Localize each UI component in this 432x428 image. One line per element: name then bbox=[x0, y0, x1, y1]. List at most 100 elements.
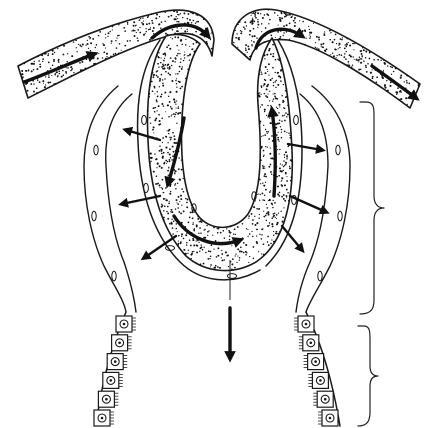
blood-cell-dot bbox=[151, 157, 153, 159]
blood-cell-dot bbox=[360, 69, 361, 70]
blood-cell-dot bbox=[289, 167, 291, 169]
blood-cell-dot bbox=[157, 76, 159, 78]
blood-cell-dot bbox=[177, 53, 179, 55]
blood-cell-dot bbox=[250, 55, 252, 57]
cuboidal-cells-left bbox=[94, 316, 132, 426]
blood-cell-dot bbox=[272, 67, 274, 69]
blood-cell-dot bbox=[84, 35, 85, 36]
blood-cell-dot bbox=[386, 80, 387, 81]
blood-cell-dot bbox=[349, 54, 351, 56]
blood-cell-dot bbox=[178, 168, 180, 170]
blood-cell-dot bbox=[162, 179, 164, 181]
blood-cell-dot bbox=[178, 211, 180, 213]
blood-cell-dot bbox=[358, 69, 360, 71]
blood-cell-dot bbox=[224, 259, 225, 260]
blood-cell-dot bbox=[174, 101, 176, 103]
blood-cell-dot bbox=[275, 59, 277, 61]
blood-cell-dot bbox=[162, 85, 164, 87]
blood-cell-dot bbox=[269, 91, 270, 92]
blood-cell-dot bbox=[176, 55, 178, 57]
blood-cell-dot bbox=[98, 35, 100, 37]
blood-cell-dot bbox=[279, 119, 281, 121]
blood-cell-dot bbox=[279, 19, 281, 21]
blood-cell-dot bbox=[281, 137, 283, 139]
blood-cell-dot bbox=[177, 14, 178, 15]
blood-cell-dot bbox=[278, 25, 279, 26]
blood-cell-dot bbox=[164, 58, 165, 59]
blood-cell-dot bbox=[280, 69, 282, 71]
blood-cell-dot bbox=[174, 173, 175, 174]
blood-cell-dot bbox=[176, 16, 177, 17]
blood-cell-dot bbox=[343, 56, 345, 58]
blood-cell-dot bbox=[264, 166, 265, 167]
blood-cell-dot bbox=[175, 208, 176, 209]
blood-cell-dot bbox=[263, 125, 264, 126]
blood-cell-dot bbox=[189, 46, 190, 47]
blood-cell-dot bbox=[272, 101, 273, 102]
blood-cell-dot bbox=[200, 218, 202, 220]
blood-cell-dot bbox=[278, 175, 280, 177]
blood-cell-dot bbox=[221, 257, 222, 258]
blood-cell-dot bbox=[235, 253, 236, 254]
blood-cell-dot bbox=[252, 18, 253, 19]
blood-cell-dot bbox=[250, 21, 252, 23]
blood-cell-dot bbox=[256, 37, 257, 38]
podocyte-nucleus bbox=[144, 183, 149, 192]
blood-cell-dot bbox=[263, 243, 265, 245]
blood-cell-dot bbox=[45, 84, 46, 85]
blood-cell-dot bbox=[195, 31, 197, 33]
blood-cell-dot bbox=[394, 96, 396, 98]
blood-cell-dot bbox=[103, 44, 105, 46]
blood-cell-dot bbox=[267, 84, 269, 86]
blood-cell-dot bbox=[176, 78, 177, 79]
blood-cell-dot bbox=[171, 209, 173, 211]
blood-cell-dot bbox=[245, 49, 247, 51]
blood-cell-dot bbox=[45, 76, 46, 77]
blood-cell-dot bbox=[172, 155, 174, 157]
blood-cell-dot bbox=[254, 216, 255, 217]
blood-cell-dot bbox=[149, 84, 151, 86]
blood-cell-dot bbox=[183, 210, 185, 212]
blood-cell-dot bbox=[226, 228, 227, 229]
blood-cell-dot bbox=[268, 63, 270, 65]
blood-cell-dot bbox=[173, 113, 175, 115]
blood-cell-dot bbox=[267, 225, 269, 227]
blood-cell-dot bbox=[362, 47, 363, 48]
blood-cell-dot bbox=[273, 82, 274, 83]
blood-cell-dot bbox=[47, 82, 49, 84]
blood-cell-dot bbox=[133, 25, 135, 27]
blood-cell-dot bbox=[261, 228, 263, 230]
blood-cell-dot bbox=[274, 241, 275, 242]
blood-cell-dot bbox=[252, 223, 254, 225]
blood-cell-dot bbox=[365, 57, 367, 59]
blood-cell-dot bbox=[165, 55, 166, 56]
blood-cell-dot bbox=[406, 75, 408, 77]
blood-cell-dot bbox=[348, 64, 349, 65]
blood-cell-dot bbox=[169, 159, 171, 161]
blood-cell-dot bbox=[169, 10, 170, 11]
blood-cell-dot bbox=[105, 58, 107, 60]
blood-cell-dot bbox=[267, 131, 268, 132]
blood-cell-dot bbox=[298, 29, 299, 30]
blood-cell-dot bbox=[247, 236, 248, 237]
blood-cell-dot bbox=[230, 225, 232, 227]
blood-cell-dot bbox=[270, 164, 272, 166]
blood-cell-dot bbox=[263, 155, 264, 156]
blood-cell-dot bbox=[167, 161, 168, 162]
blood-cell-dot bbox=[133, 21, 135, 23]
blood-cell-dot bbox=[187, 13, 189, 15]
blood-cell-dot bbox=[185, 234, 187, 236]
blood-cell-dot bbox=[212, 235, 213, 236]
blood-cell-dot bbox=[152, 90, 154, 92]
blood-cell-dot bbox=[287, 192, 289, 194]
blood-cell-dot bbox=[259, 120, 261, 122]
blood-vessels bbox=[18, 9, 420, 270]
blood-cell-dot bbox=[268, 138, 270, 140]
blood-cell-dot bbox=[152, 76, 154, 78]
blood-cell-dot bbox=[236, 262, 237, 263]
blood-cell-dot bbox=[400, 99, 401, 100]
blood-cell-dot bbox=[164, 67, 166, 69]
blood-cell-dot bbox=[54, 52, 55, 53]
blood-cell-dot bbox=[338, 44, 339, 45]
blood-cell-dot bbox=[279, 104, 281, 106]
